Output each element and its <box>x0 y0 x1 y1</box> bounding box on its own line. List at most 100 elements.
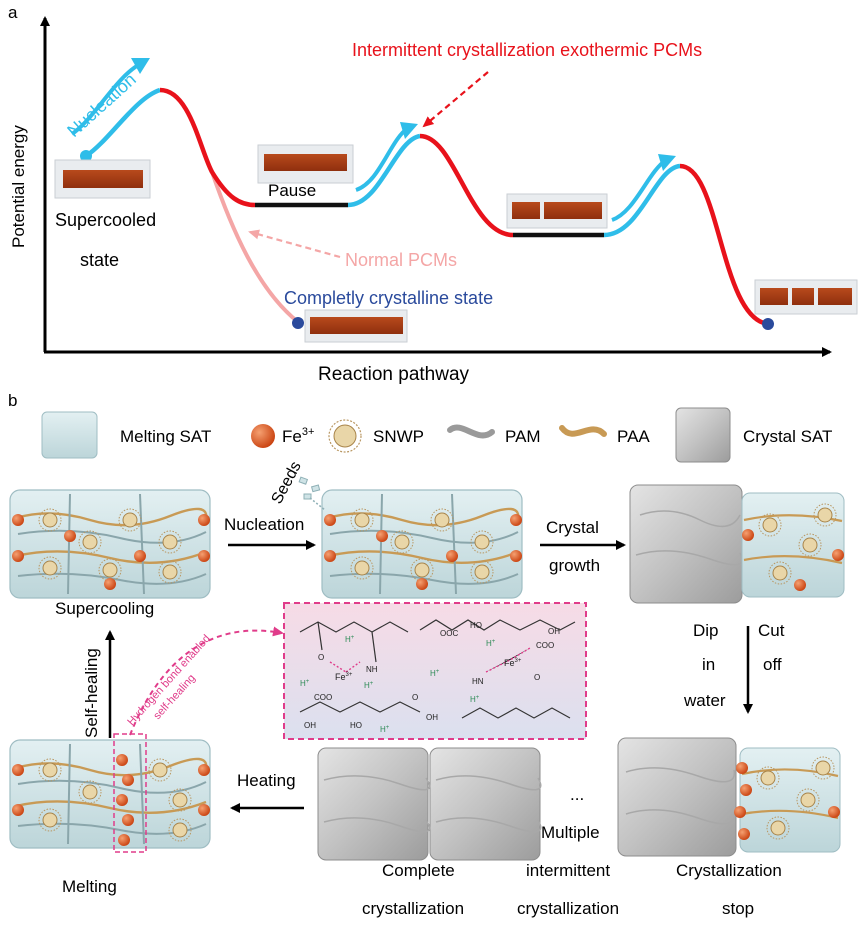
nucleation-arrow-3 <box>611 158 668 222</box>
multiple-label-2: intermittent <box>526 861 610 880</box>
dip-label-1: Dip <box>693 621 719 640</box>
crystal-growth-label-1: Crystal <box>546 518 599 537</box>
x-axis-label: Reaction pathway <box>318 364 470 385</box>
chem-h-7: H+ <box>380 725 390 734</box>
nucleation-arrowhead-2 <box>400 122 418 139</box>
cut-label-2: off <box>763 655 782 674</box>
normal-end-point <box>292 317 304 329</box>
legend-paa: PAA <box>617 427 650 446</box>
cut-label-1: Cut <box>758 621 785 640</box>
legend-fe: Fe3+ <box>282 426 314 446</box>
nucleation-segment-1 <box>84 87 161 158</box>
chem-h-5: H+ <box>430 669 440 678</box>
pause-label: Pause <box>268 181 316 200</box>
legend-melting-sat: Melting SAT <box>120 427 211 446</box>
sample-photo-pause-2 <box>506 193 608 229</box>
chem-ho-1: HO <box>470 621 482 630</box>
chem-h-2: H+ <box>300 679 310 688</box>
legend-crystal-sat-icon <box>675 407 731 463</box>
complete-label-1: Complete <box>382 861 455 880</box>
block-complete-crystal <box>317 747 542 861</box>
block-partial-crystal <box>629 484 845 604</box>
hydrogen-bond-pointer <box>129 626 284 736</box>
nucleation-segment-3 <box>603 163 681 238</box>
intermittent-pointer <box>422 71 489 128</box>
legend-pam: PAM <box>505 427 541 446</box>
chem-coo-2: COO <box>314 693 332 702</box>
normal-pcm-curve <box>210 171 300 324</box>
chem-fe-2: Fe3+ <box>504 658 522 668</box>
dip-label-2: in <box>702 655 715 674</box>
supercooled-label-2: state <box>80 250 119 270</box>
legend-melting-sat-icon <box>41 411 98 459</box>
exothermic-segment-1 <box>159 87 256 208</box>
sample-photo-complete <box>304 309 408 343</box>
chem-ooc: OOC <box>440 629 458 638</box>
ellipsis: ... <box>570 785 584 804</box>
legend-fe-icon <box>251 424 275 448</box>
dip-label-3: water <box>683 691 726 710</box>
chem-oh-1: OH <box>304 721 316 730</box>
intermittent-end-point <box>762 318 774 330</box>
gel-supercooling <box>8 488 212 600</box>
legend-pam-icon <box>447 424 495 439</box>
normal-pcms-label: Normal PCMs <box>345 250 457 270</box>
sample-photo-intermittent-final <box>754 279 858 315</box>
complete-label-2: crystallization <box>362 899 464 918</box>
seeds-label: Seeds <box>269 459 305 507</box>
chem-o-2: O <box>534 673 540 682</box>
legend-snwp-icon <box>328 419 362 453</box>
chem-coo-1: COO <box>536 641 554 650</box>
exothermic-segment-2 <box>419 133 514 238</box>
normal-pcms-pointer <box>248 229 341 259</box>
legend-snwp: SNWP <box>373 427 424 446</box>
block-crystallization-stop <box>617 737 841 857</box>
chem-fe-1: Fe3+ <box>335 672 353 682</box>
nucleation-step-label: Nucleation <box>224 515 304 534</box>
legend-paa-icon <box>559 425 607 437</box>
panel-b-label: b <box>8 391 17 410</box>
stop-label-1: Crystallization <box>676 861 782 880</box>
nucleation-arrow-2 <box>355 126 410 192</box>
y-axis-label: Potential energy <box>9 125 28 248</box>
melting-label: Melting <box>62 877 117 896</box>
chem-h-4: H+ <box>486 639 496 648</box>
seeds-icon <box>298 476 326 511</box>
nucleation-label: Nucleation <box>63 69 140 141</box>
chem-h-3: H+ <box>364 681 374 690</box>
sample-photo-supercooled <box>54 159 151 199</box>
multiple-label-3: crystallization <box>517 899 619 918</box>
nucleation-arrowhead-1 <box>131 58 150 74</box>
supercooling-label: Supercooling <box>55 599 154 618</box>
multiple-label-1: Multiple <box>541 823 600 842</box>
nucleation-arrow-1 <box>70 62 142 136</box>
heating-label: Heating <box>237 771 296 790</box>
chem-hn: HN <box>472 677 484 686</box>
supercooled-label-1: Supercooled <box>55 210 156 230</box>
chem-oh-2: OH <box>548 627 560 636</box>
chem-oh-3: OH <box>426 713 438 722</box>
chem-o-3: O <box>412 693 418 702</box>
crystal-growth-label-2: growth <box>549 556 600 575</box>
chem-ho-2: HO <box>350 721 362 730</box>
chem-h-1: H+ <box>345 635 355 644</box>
panel-a-label: a <box>8 3 18 22</box>
intermittent-label: Intermittent crystallization exothermic … <box>352 40 702 60</box>
nucleation-segment-2 <box>347 133 421 208</box>
chem-h-6: H+ <box>470 695 480 704</box>
legend-crystal-sat: Crystal SAT <box>743 427 832 446</box>
chem-nh: NH <box>366 665 378 674</box>
gel-melting <box>8 733 212 853</box>
hydrogen-bond-structure: Fe3+ Fe3+ H+ H+ H+ H+ H+ H+ H+ O NH OOC … <box>283 602 587 740</box>
hydrogen-bond-label-1: Hydrogen bond enabled <box>125 633 212 728</box>
gel-nucleated <box>320 488 524 600</box>
sample-photo-pause-1 <box>257 144 354 184</box>
stop-label-2: stop <box>722 899 754 918</box>
supercooled-start-point <box>80 150 92 162</box>
chem-o-1: O <box>318 653 324 662</box>
exothermic-segment-3 <box>679 163 769 327</box>
self-healing-label: Self-healing <box>82 648 101 738</box>
nucleation-arrowhead-3 <box>658 154 676 171</box>
crystalline-label: Completly crystalline state <box>284 288 493 308</box>
